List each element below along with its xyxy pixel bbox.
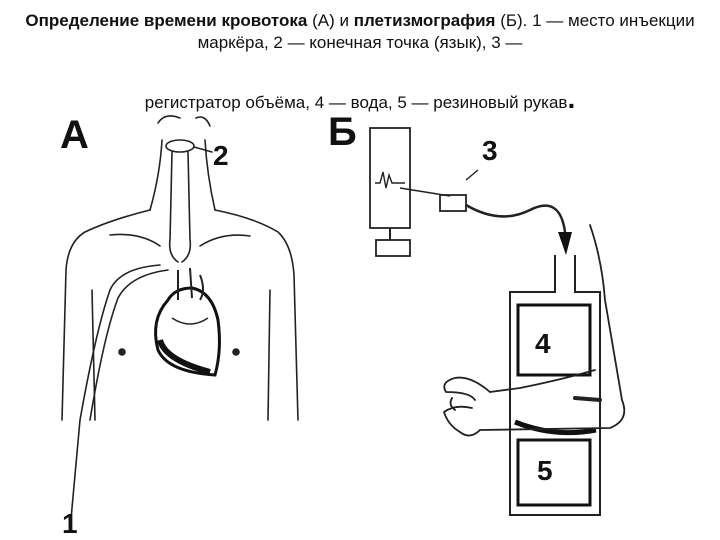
mouth-marker [165,139,195,153]
figure-caption: Определение времени кровотока (А) и плет… [20,10,700,54]
caption-bold-2: плетизмография [353,11,496,30]
label-4: 4 [535,328,551,359]
caption-line3: регистратор объёма, 4 — вода, 5 — резино… [144,93,568,112]
leader-2 [193,146,213,153]
drum-base [375,239,411,257]
arm-vein [69,264,161,531]
vessel-neck [168,151,179,263]
caption-bold-1: Определение времени кровотока [25,11,308,30]
label-5: 5 [537,455,553,486]
figure-caption-line3: регистратор объёма, 4 — вода, 5 — резино… [20,85,700,114]
heart [154,267,221,377]
rubber-sleeve [514,419,597,436]
label-2: 2 [213,140,229,171]
connecting-tube [465,203,567,233]
caption-regular-1: (А) и [307,11,354,30]
plethysmograph [369,127,601,516]
panel-label-a: А [60,113,89,157]
caption-regular-2: (Б). 1 — место инъекции маркёра, 2 — кон… [197,11,695,52]
caption-dot: . [567,83,576,114]
sleeve-chamber [516,438,592,507]
volume-recorder [439,194,467,212]
arm [442,224,626,437]
label-3: 3 [482,135,498,166]
water-chamber [516,303,592,377]
panel-label-b: Б [328,110,357,154]
funnel [558,232,572,255]
water-vessel [509,255,601,516]
drum-trace [375,171,405,189]
torso-outline [61,115,299,421]
label-1: 1 [62,508,78,539]
